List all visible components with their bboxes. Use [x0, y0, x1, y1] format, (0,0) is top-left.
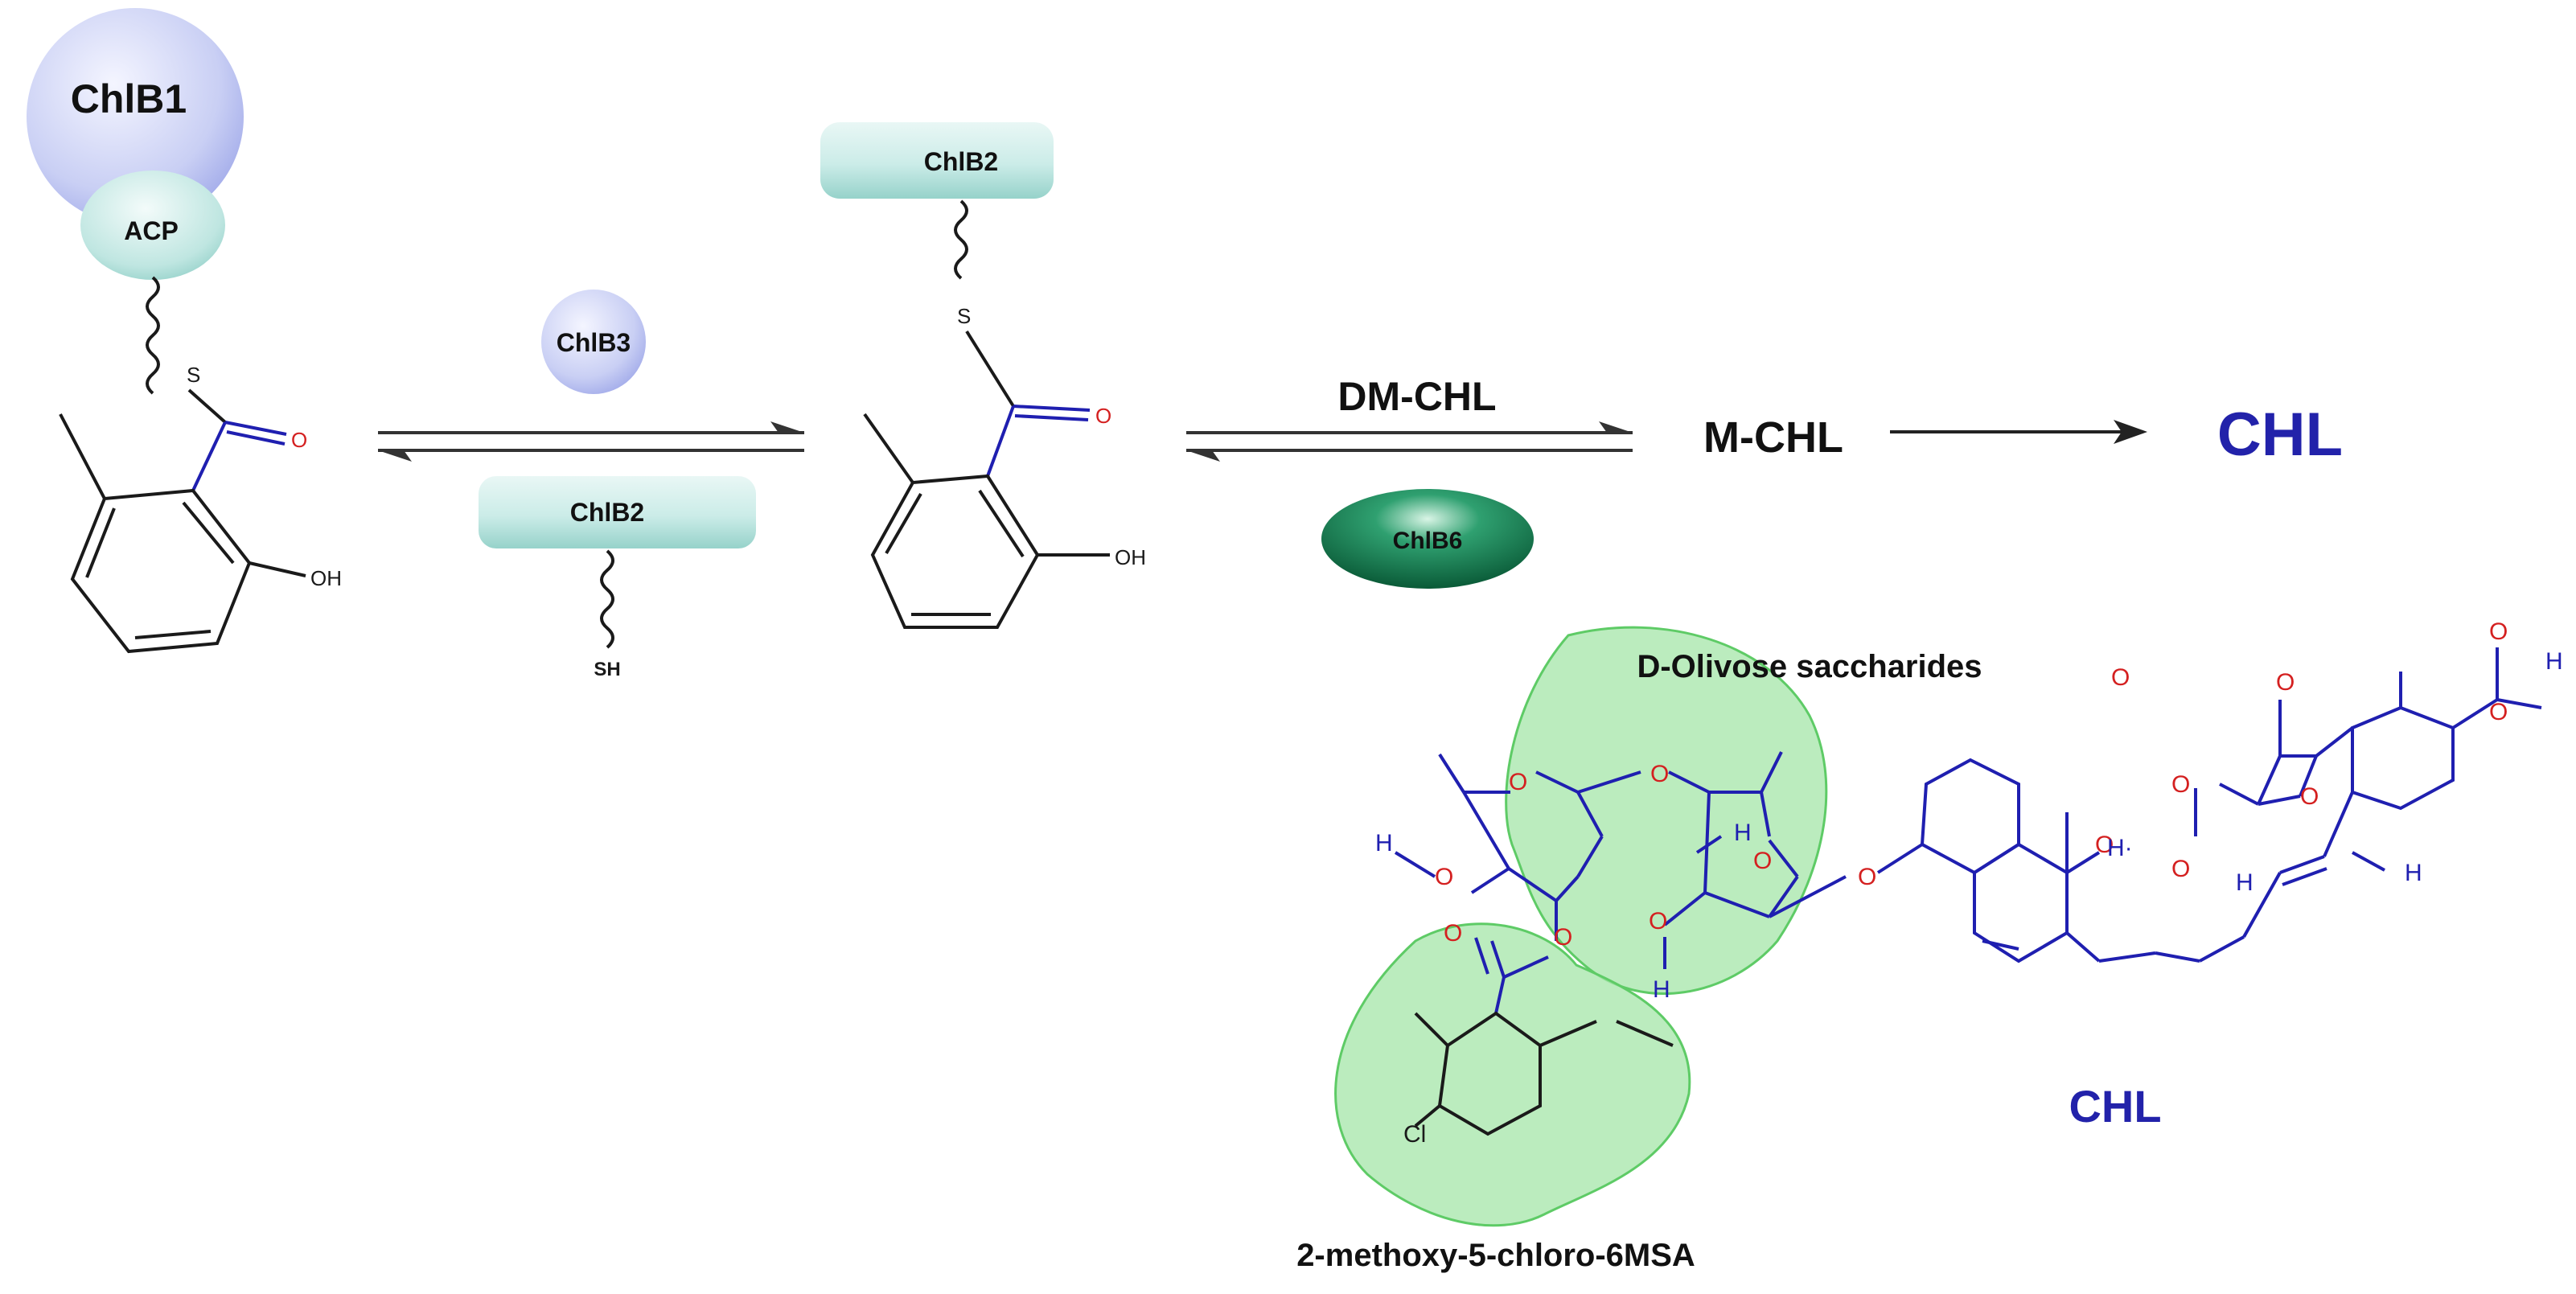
o-atom: O — [2171, 856, 2190, 882]
acp-domain — [80, 170, 225, 280]
bond — [59, 413, 106, 499]
equilibrium-arrows-2 — [1186, 421, 1633, 462]
o-atom: O — [1435, 864, 1453, 890]
h-atom: H — [2236, 869, 2253, 896]
left-sulfur-atom: S — [187, 363, 200, 387]
o-atom: O — [1444, 920, 1462, 947]
msa-highlight — [1334, 922, 1691, 1227]
chl-hydrogen-atoms: H H H H H H H· — [1375, 648, 2563, 1003]
h-atom: H — [2405, 860, 2422, 886]
bond — [1013, 405, 1091, 412]
bond — [182, 501, 235, 565]
o-atom: O — [2276, 669, 2295, 696]
chlb6-enzyme — [1321, 489, 1534, 589]
chlb3-enzyme — [541, 290, 646, 394]
o-atom: O — [1858, 864, 1876, 890]
bond — [249, 561, 306, 577]
chlorine-atom: Cl — [1403, 1121, 1426, 1148]
bond — [224, 421, 287, 436]
h-atom: H — [1653, 976, 1670, 1003]
equilibrium-arrows-1 — [378, 421, 804, 462]
forward-arrow — [1890, 420, 2147, 444]
o-atom: O — [2300, 783, 2319, 810]
sugar-2-bonds — [1663, 751, 1847, 969]
bond — [191, 421, 227, 491]
olivose-highlight — [1505, 626, 1828, 995]
o-atom: O — [2171, 771, 2190, 798]
chlb6-label: ChlB6 — [1393, 528, 1463, 554]
left-benzene-ring — [70, 488, 252, 654]
o-atom: O — [2111, 664, 2130, 691]
middle-carbonyl-oxygen: O — [1095, 404, 1111, 428]
o-atom: O — [2489, 618, 2508, 645]
bond — [965, 330, 1015, 408]
chlb1-enzyme — [27, 8, 244, 225]
middle-benzene-ring — [870, 474, 1040, 629]
bond — [885, 492, 922, 555]
bond — [978, 489, 1025, 558]
middle-hydroxyl: OH — [1115, 545, 1146, 569]
h-atom: H· — [2107, 835, 2133, 861]
bond — [986, 405, 1015, 477]
dm-chl-label: DM-CHL — [1337, 374, 1496, 419]
h-atom: H — [1375, 830, 1393, 857]
o-atom: O — [1649, 908, 1667, 935]
chlb2-mid-enzyme — [479, 476, 756, 548]
acp-wavy-linker — [146, 276, 160, 395]
chlb2-top-enzyme — [820, 122, 1054, 199]
o-atom: O — [1753, 848, 1772, 874]
chlb2-top-label: ChlB2 — [924, 147, 998, 176]
chl-structure: D-Olivose saccharides 2-methoxy-5-chloro… — [1296, 618, 2562, 1273]
bond — [226, 430, 286, 446]
o-atom: O — [2489, 699, 2508, 725]
o-atom: O — [1509, 769, 1527, 795]
chlb3-label: ChlB3 — [557, 328, 631, 357]
chlb1-label: ChlB1 — [71, 76, 187, 121]
bond — [863, 413, 914, 484]
o-atom: O — [1554, 924, 1572, 951]
acp-label: ACP — [124, 216, 179, 245]
sugar-1-bonds — [1394, 753, 1641, 941]
thiol-sh: SH — [594, 659, 620, 680]
left-thioester-molecule: S O OH — [59, 363, 342, 654]
h-atom: H — [2545, 648, 2563, 675]
middle-sulfur-atom: S — [957, 304, 971, 328]
h-atom: H — [1734, 820, 1752, 846]
o-atom: O — [1650, 761, 1669, 787]
bond — [85, 507, 116, 578]
decalin-bonds — [1876, 758, 2385, 963]
msa-bonds — [1414, 937, 1674, 1136]
chlb2-top-wavy-linker — [954, 199, 968, 280]
m-chl-label: M-CHL — [1703, 413, 1843, 462]
middle-thioester-molecule: S O OH — [863, 304, 1146, 629]
chlb2-wavy-linker — [600, 549, 614, 649]
chl-structure-label: CHL — [2069, 1081, 2161, 1132]
left-carbonyl-oxygen: O — [291, 428, 307, 452]
chl-product-label: CHL — [2217, 401, 2343, 469]
chlb2-mid-label: ChlB2 — [570, 498, 644, 527]
bond — [134, 630, 212, 639]
left-hydroxyl: OH — [310, 566, 342, 590]
chlb1-acp-complex: ChlB1 ACP — [27, 8, 244, 395]
olivose-label: D-Olivose saccharides — [1637, 649, 1982, 684]
chl-oxygen-atoms: O O O O O O O O O O O O O O O O — [1435, 618, 2508, 951]
msa-label: 2-methoxy-5-chloro-6MSA — [1296, 1238, 1695, 1273]
bond — [187, 388, 227, 424]
bond — [1014, 414, 1089, 421]
o-atom: O — [2095, 832, 2114, 858]
tetronate-bonds — [2194, 647, 2542, 836]
